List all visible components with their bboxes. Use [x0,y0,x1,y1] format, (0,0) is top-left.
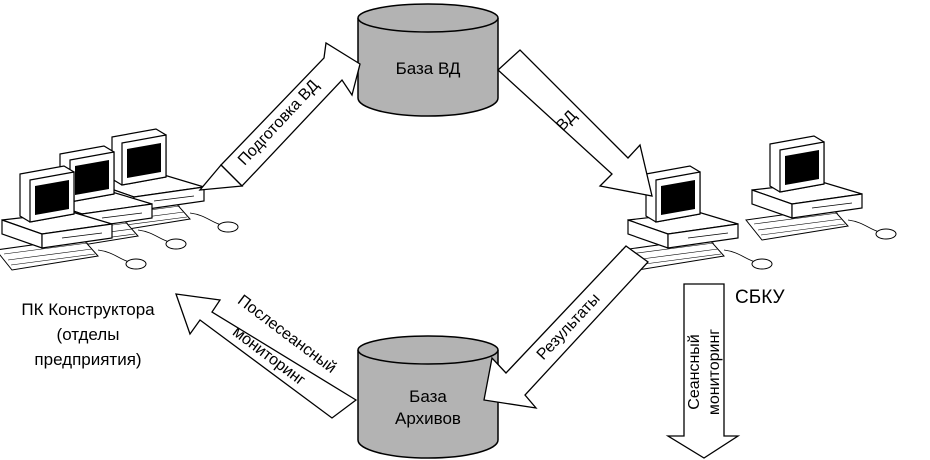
left-label-line1: ПК Конструктора [21,300,155,319]
arrow-results-label: Результаты [534,290,604,363]
db-bottom-label-line2: Архивов [395,409,461,428]
right-label: СБКУ [735,287,785,308]
database-vd-icon [357,3,499,117]
db-top-label: База ВД [396,59,461,78]
arrow-prep-icon [198,41,361,191]
arrow-results-icon [483,245,649,409]
arrow-session-label-line1: Сеансный [686,334,703,409]
left-label-line3: предприятия) [34,350,141,369]
arrow-vd-icon [497,49,653,197]
arrow-post-monitoring-icon [175,293,358,419]
arrow-session-monitoring-icon [665,283,741,459]
left-label-line2: (отделы [57,325,120,344]
database-archive-icon [357,335,499,459]
arrow-session-label-line2: мониторинг [706,329,723,415]
db-bottom-label-line1: База [409,387,447,406]
arrow-prep-label: Подготовка ВД [235,77,322,169]
pc-right-back-icon [745,135,897,241]
